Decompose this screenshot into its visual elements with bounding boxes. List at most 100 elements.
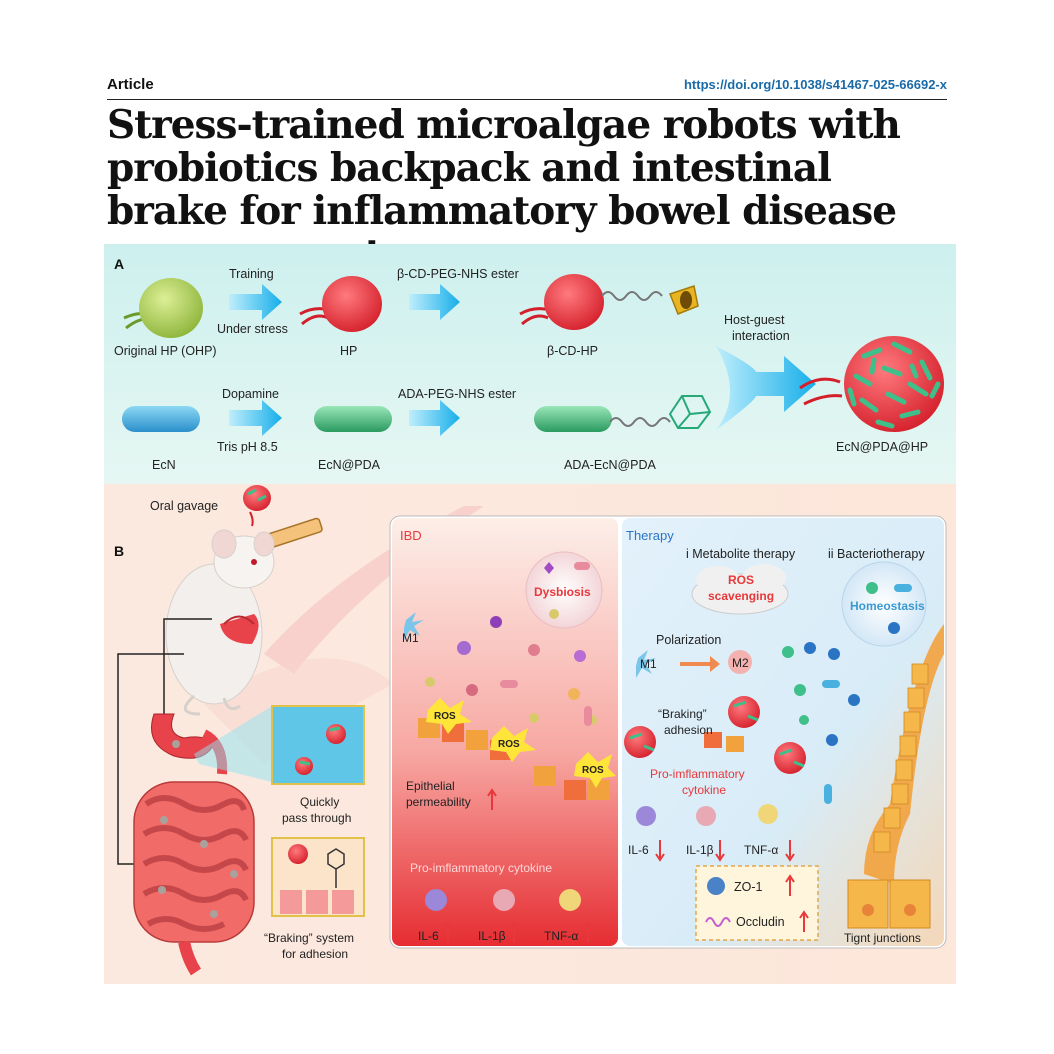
therapy-cytokine-label-2: cytokine	[682, 783, 726, 797]
ada-ecn-pda-construct	[534, 395, 712, 432]
hp-cell	[299, 276, 382, 332]
therapy-m2-label: M2	[732, 656, 749, 670]
panel-a-letter: A	[114, 256, 124, 272]
ros-label-3: ROS	[582, 765, 604, 776]
graphical-abstract-figure: A Original HP (OHP) Training Under stres…	[104, 244, 956, 984]
metabolite-therapy-label: i Metabolite therapy	[686, 547, 796, 561]
header-divider	[107, 99, 947, 100]
intestine-illustration	[133, 713, 255, 976]
ibd-m1-label: M1	[402, 631, 419, 645]
therapy-tnfa-label: TNF-α	[744, 843, 778, 857]
article-type-label: Article	[107, 76, 154, 93]
permeability-up-arrow	[487, 788, 497, 810]
therapy-m1-macrophage	[636, 650, 656, 678]
original-hp-label: Original HP (OHP)	[114, 344, 217, 358]
ecn-pda-label: EcN@PDA	[318, 458, 381, 472]
dysbiosis-label: Dysbiosis	[534, 585, 591, 599]
therapy-il6-label: IL-6	[628, 843, 649, 857]
braking-inset-contents	[280, 844, 354, 914]
zoom-beam-1	[194, 706, 272, 782]
host-guest-label-1: Host-guest	[724, 313, 785, 327]
braking-robots	[624, 696, 806, 774]
homeostasis-label: Homeostasis	[850, 599, 925, 613]
ecn-pda-hp-label: EcN@PDA@HP	[836, 440, 928, 454]
doi-link[interactable]: https://doi.org/10.1038/s41467-025-66692…	[683, 77, 947, 92]
epithelial-label-2: permeability	[406, 795, 471, 809]
epithelial-label-1: Epithelial	[406, 779, 455, 793]
quick-pass-inset	[271, 705, 365, 785]
ecn-pda-bacterium	[314, 406, 392, 432]
oral-gavage-label: Oral gavage	[150, 499, 218, 513]
braking-system-label-2: for adhesion	[282, 947, 348, 961]
hp-label: HP	[340, 344, 357, 358]
panel-a-background	[104, 244, 956, 484]
quick-pass-robots	[295, 724, 346, 775]
ibd-microbes: M1	[402, 612, 597, 726]
under-stress-label: Under stress	[217, 322, 288, 336]
therapy-cytokine-label-1: Pro-imflammatory	[650, 767, 745, 781]
training-label: Training	[229, 267, 274, 281]
host-guest-arrow	[716, 346, 816, 430]
tris-label: Tris pH 8.5	[217, 440, 278, 454]
bcd-arrow	[409, 284, 460, 320]
ros-scavenging-cloud	[691, 564, 789, 615]
training-arrow	[229, 284, 282, 320]
ibd-cytokine-title: Pro-imflammatory cytokine	[410, 861, 552, 875]
ibd-cytokine-up-arrows	[443, 920, 593, 942]
bcd-hp-construct	[519, 274, 699, 330]
mouse-illustration	[165, 529, 275, 716]
tissue-swoosh	[264, 506, 484, 674]
dopamine-arrow	[229, 400, 282, 436]
polarization-label: Polarization	[656, 633, 721, 647]
ecn-pda-hp-robot	[799, 336, 944, 432]
ros-label-1: ROS	[434, 711, 456, 722]
braking-adhesion-label-1: “Braking”	[658, 707, 707, 721]
therapy-microbes	[782, 642, 860, 804]
article-header: Article https://doi.org/10.1038/s41467-0…	[107, 76, 947, 98]
tight-junction-up-arrows	[785, 874, 809, 932]
ibd-il6-label: IL-6	[418, 929, 439, 943]
therapy-cytokine-icons	[636, 804, 778, 826]
therapy-title: Therapy	[626, 528, 674, 543]
m2-macrophage	[728, 650, 752, 674]
host-guest-label-2: interaction	[732, 329, 790, 343]
quick-pass-label-2: pass through	[282, 811, 351, 825]
bacteriotherapy-label: ii Bacteriotherapy	[828, 547, 925, 561]
braking-system-label-1: “Braking” system	[264, 931, 354, 945]
occludin-icon	[705, 917, 731, 927]
ada-ecn-pda-label: ADA-EcN@PDA	[564, 458, 657, 472]
tight-junction-cells	[847, 879, 931, 929]
zo1-icon	[707, 877, 725, 895]
quick-pass-label-1: Quickly	[300, 795, 339, 809]
therapy-m1-label: M1	[640, 657, 657, 671]
ada-arrow	[409, 400, 460, 436]
ros-scavenging-label-1: ROS	[728, 573, 754, 587]
figure-canvas: A Original HP (OHP) Training Under stres…	[104, 244, 956, 984]
ibd-cytokine-icons	[425, 889, 581, 911]
zo1-label: ZO-1	[734, 880, 763, 894]
therapy-cytokine-down-arrows	[655, 840, 795, 862]
ecn-label: EcN	[152, 458, 176, 472]
braking-adhesion-label-2: adhesion	[664, 723, 713, 737]
ecn-bacterium	[122, 406, 200, 432]
ibd-title: IBD	[400, 528, 422, 543]
gavage-robot	[243, 485, 271, 527]
therapy-il1b-label: IL-1β	[686, 843, 714, 857]
bcd-reagent-label: β-CD-PEG-NHS ester	[397, 267, 519, 281]
ros-label-2: ROS	[498, 739, 520, 750]
connector-lines	[117, 618, 212, 865]
epithelial-cells	[873, 663, 929, 853]
occludin-label: Occludin	[736, 915, 785, 929]
homeostasis-bubble	[841, 561, 927, 647]
dopamine-label: Dopamine	[222, 387, 279, 401]
ibd-il1b-label: IL-1β	[478, 929, 506, 943]
panel-b-letter: B	[114, 543, 124, 559]
article-title: Stress-trained microalgae robots with pr…	[107, 102, 901, 276]
ada-reagent-label: ADA-PEG-NHS ester	[398, 387, 516, 401]
bcd-hp-label: β-CD-HP	[547, 344, 598, 358]
tight-junctions-label: Tignt junctions	[844, 931, 921, 945]
polarization-arrow	[680, 656, 720, 672]
ibd-tnfa-label: TNF-α	[544, 929, 578, 943]
ibd-ros-bursts: ROS ROS ROS	[426, 698, 616, 788]
original-hp-cell	[123, 278, 203, 338]
